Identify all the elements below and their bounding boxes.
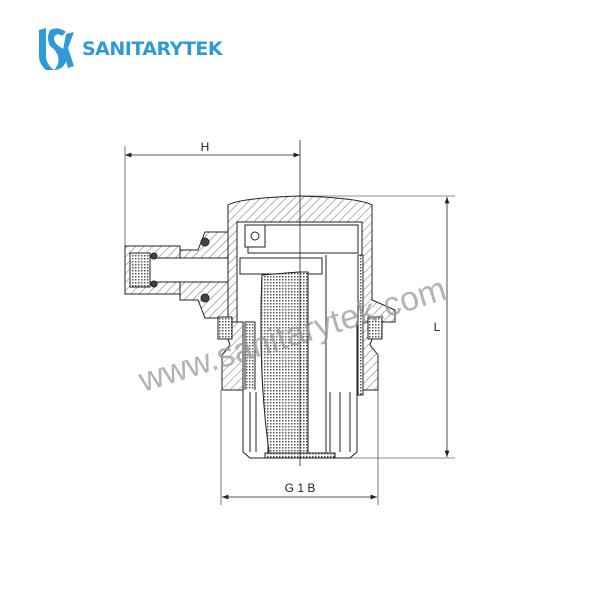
threaded-body <box>221 321 244 391</box>
brand-logo: SANITARYTEK <box>36 26 223 72</box>
dimension-l-label: L <box>434 320 441 334</box>
dimension-h-label: H <box>201 140 210 154</box>
logo-mark-icon <box>39 28 74 70</box>
float-plate <box>247 224 359 254</box>
cap <box>227 195 396 323</box>
brand-name: SANITARYTEK <box>82 38 223 60</box>
dimension-g-label: G 1 B <box>285 481 316 495</box>
